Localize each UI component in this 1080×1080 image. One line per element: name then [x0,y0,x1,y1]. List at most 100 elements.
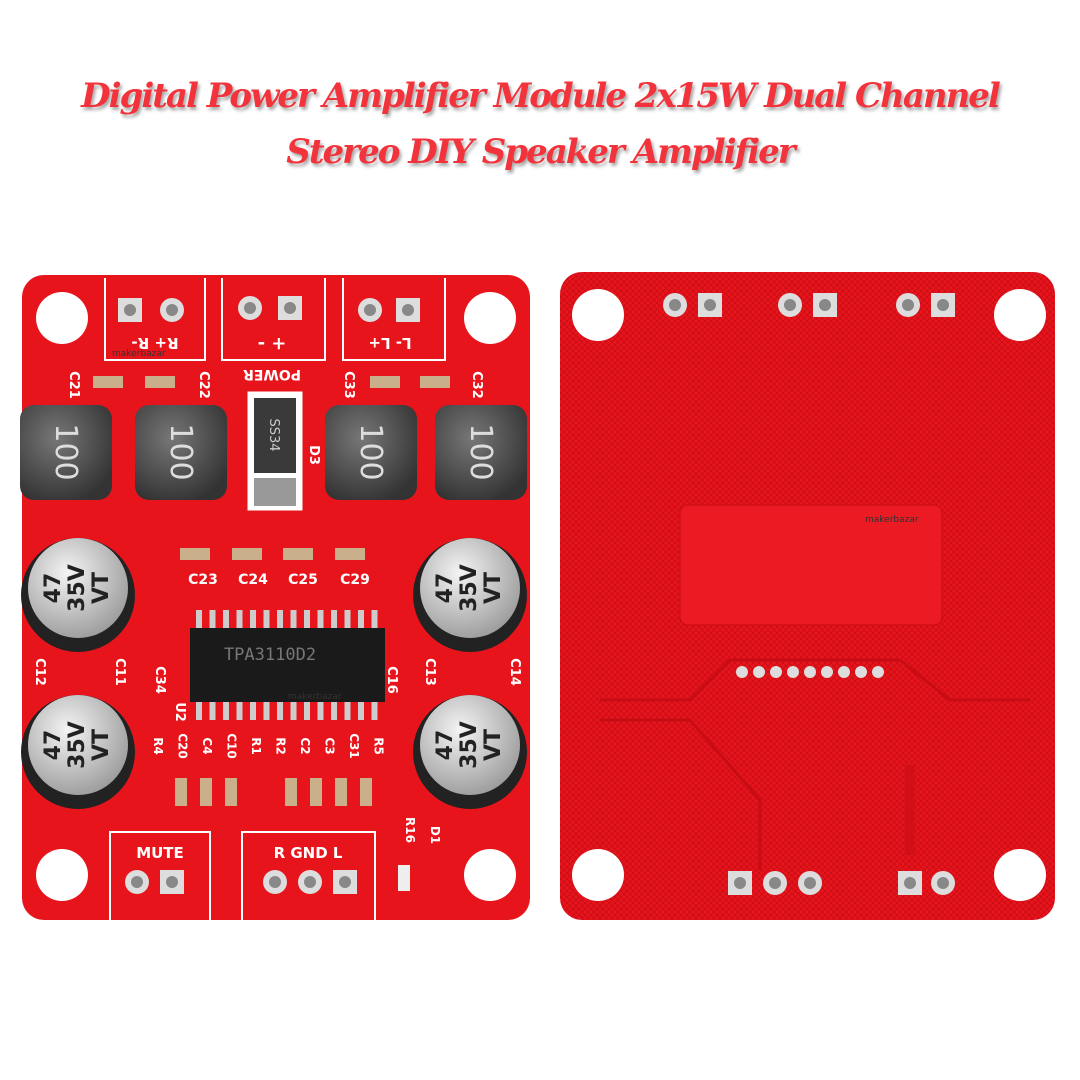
ref-d3: D3 [306,445,321,465]
cap-voltage: 35V [457,721,482,769]
product-title-line-1: Digital Power Amplifier Module 2x15W Dua… [81,76,1001,116]
ref-c33: C33 [341,371,356,399]
chip-pin [277,702,283,720]
terminal-label-left: L- L+ [368,334,411,352]
cap-series: VT [481,729,506,761]
ref-label: C10 [225,733,239,759]
watermark: makerbazar [288,692,342,702]
bottom-pads [125,870,357,894]
input-label: R GND L [274,844,343,862]
chip-pin [250,610,256,628]
front-board: R+ R- + - L- L+ POWER C21 C22 C33 C32 ma… [20,275,530,920]
chip-pin [223,702,229,720]
ref-label: R5 [372,737,386,755]
chip-marking: TPA3110D2 [224,645,316,665]
ref-c13: C13 [422,658,437,686]
terminal-pads [118,296,420,322]
ref-c23: C23 [188,572,218,588]
chip-pin [263,610,270,628]
inductor-marking: 100 [463,423,498,480]
chip-pin [317,702,324,720]
chip-pin [236,610,243,628]
cap-value: 47 [41,730,66,761]
test-pad [821,666,833,678]
inductors [20,405,527,500]
chip-pin [196,610,202,628]
ref-c22: C22 [196,371,211,399]
ref-c14: C14 [507,658,522,686]
back-pads [663,293,955,895]
chip-pin [344,610,351,628]
mounting-holes [36,292,516,901]
ref-c32: C32 [469,371,484,399]
chip-pin [209,610,216,628]
test-pad [736,666,748,678]
ref-label: C3 [323,737,337,754]
ref-label: C4 [200,737,214,754]
ref-u2: U2 [172,702,187,722]
inductor-marking: 100 [163,423,198,480]
ref-c11: C11 [112,658,127,686]
terminal-label-right: R+ R- [131,334,178,352]
test-pad [770,666,782,678]
chip-pin [304,610,310,628]
cap-value: 47 [433,573,458,604]
cap-series: VT [89,572,114,604]
amplifier-chip [190,610,385,720]
chip-pin [358,702,364,720]
ref-label: C31 [347,733,361,759]
cap-voltage: 35V [65,564,90,612]
chip-pin [263,702,270,720]
chip-pin [250,702,256,720]
chip-pin [331,610,337,628]
ref-c21: C21 [66,371,81,399]
chip-pin [223,610,229,628]
chip-pin [236,702,243,720]
product-title-line-2: Stereo DIY Speaker Amplifier [286,132,795,172]
ref-r16: R16 [403,817,417,843]
test-pad [855,666,867,678]
ref-label: C20 [176,733,190,759]
ref-c24: C24 [238,572,268,588]
ref-label: R1 [249,737,263,755]
inductor-marking: 100 [353,423,388,480]
mounting-holes [572,289,1046,901]
watermark: makerbazar [865,515,919,525]
ref-d1: D1 [428,826,442,844]
test-pad [872,666,884,678]
inductor-marking: 100 [48,423,83,480]
ref-c29: C29 [340,572,370,588]
chip-pin [304,702,310,720]
chip-pin [290,702,297,720]
electrolytic-capacitors [21,538,527,809]
ref-label: R2 [274,737,288,755]
terminal-label-power: + - [258,333,287,354]
led [398,865,410,891]
chip-pin [371,610,378,628]
cap-value: 47 [41,573,66,604]
test-pad [804,666,816,678]
cap-series: VT [481,572,506,604]
chip-pin [317,610,324,628]
test-pad [787,666,799,678]
chip-pin [358,610,364,628]
test-pad [753,666,765,678]
mute-label: MUTE [136,844,184,862]
power-label: POWER [243,366,301,382]
ref-label: R4 [151,737,165,755]
chip-pin [290,610,297,628]
cap-voltage: 35V [65,721,90,769]
chip-pin [209,702,216,720]
chip-pin [344,702,351,720]
diode-marking: SS34 [266,418,281,451]
cap-series: VT [89,729,114,761]
test-pad [838,666,850,678]
back-board: makerbazar [560,272,1055,920]
watermark: makerbazar [112,349,166,359]
diode [254,398,296,473]
chip-pin [277,610,283,628]
ref-c34: C34 [152,666,167,694]
ref-c25: C25 [288,572,318,588]
ref-c12: C12 [32,658,47,686]
